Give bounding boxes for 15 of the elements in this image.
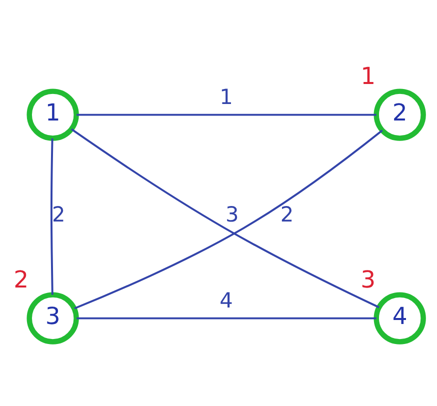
connector	[76, 316, 376, 319]
node-label: 1	[360, 62, 376, 90]
node-label: 2	[14, 265, 29, 294]
connector	[76, 113, 376, 116]
edge-label: 2	[280, 202, 294, 226]
node-label: 3	[360, 265, 376, 294]
node-circle: 4	[374, 292, 426, 344]
edge-label: 3	[226, 202, 239, 226]
node-circle: 3	[26, 292, 79, 344]
edge-label: 1	[220, 84, 233, 109]
node-circle: 1	[26, 88, 79, 140]
connector	[50, 138, 54, 294]
edge-label: 2	[52, 202, 66, 226]
edge-label: 4	[220, 288, 233, 312]
node-circle: 2	[374, 88, 426, 140]
